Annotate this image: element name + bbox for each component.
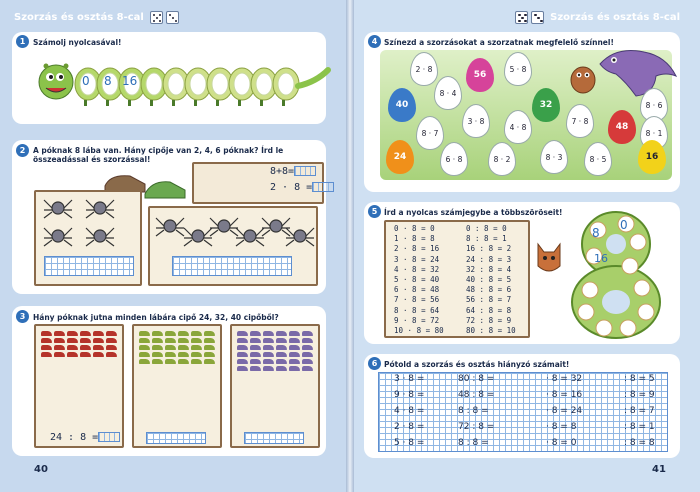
task6-row: 3 · 8 = bbox=[394, 374, 425, 384]
fox-illustration bbox=[537, 242, 561, 272]
egg-4x8[interactable]: 4 · 8 bbox=[504, 110, 532, 144]
task6-row: : 8 = 9 bbox=[624, 390, 655, 400]
task3-frame-green-shoes bbox=[132, 324, 222, 448]
right-header-title: Szorzás és osztás 8-cal bbox=[550, 11, 680, 23]
book-spine bbox=[346, 0, 354, 492]
task2-answer-grid-1[interactable] bbox=[44, 256, 134, 276]
task3-number: 3 bbox=[16, 310, 29, 323]
egg-8x5[interactable]: 8 · 5 bbox=[584, 142, 612, 176]
eight-number-8: 8 bbox=[592, 226, 600, 240]
egg-48[interactable]: 48 bbox=[608, 110, 636, 144]
task2-number: 2 bbox=[16, 144, 29, 157]
egg-8x3[interactable]: 8 · 3 bbox=[540, 140, 568, 174]
dice-icon bbox=[149, 10, 179, 24]
task3-answer-grid-3[interactable] bbox=[244, 432, 304, 444]
left-header-title: Szorzás és osztás 8-cal bbox=[14, 11, 144, 23]
left-header: Szorzás és osztás 8-cal bbox=[14, 8, 179, 26]
task6-row: · 8 = 0 bbox=[546, 438, 577, 448]
task6-row: 9 · 8 = bbox=[394, 390, 425, 400]
task3-answer-grid-2[interactable] bbox=[146, 432, 206, 444]
egg-40[interactable]: 40 bbox=[388, 88, 416, 122]
shoes-illustration bbox=[104, 175, 186, 199]
right-page-number: 41 bbox=[652, 464, 666, 475]
task3-frame-red-shoes bbox=[34, 324, 124, 448]
task1-text: Számolj nyolcasával! bbox=[33, 38, 122, 47]
task6-row: : 8 = 1 bbox=[624, 422, 655, 432]
task6-row: 2 · 8 = bbox=[394, 422, 425, 432]
task6-answer-grid[interactable] bbox=[378, 372, 668, 452]
task3-eq-answer[interactable] bbox=[98, 432, 121, 442]
task6-row: 72 : 8 = bbox=[458, 422, 495, 432]
eight-number-0: 0 bbox=[620, 218, 628, 232]
task6-row: : 8 = 5 bbox=[624, 374, 655, 384]
egg-7x8[interactable]: 7 · 8 bbox=[566, 104, 594, 138]
task2-eq2-answer[interactable] bbox=[312, 182, 335, 192]
caterpillar-number-16: 16 bbox=[122, 74, 138, 88]
task3-red-shoes bbox=[40, 330, 118, 422]
task6-row: : 8 = 7 bbox=[624, 406, 655, 416]
task6-text: Pótold a szorzás és osztás hiányzó száma… bbox=[384, 360, 570, 369]
task6-row: · 8 = 8 bbox=[546, 422, 577, 432]
big-eight-illustration bbox=[571, 211, 661, 339]
task2-text: A póknak 8 lába van. Hány cipője van 2, … bbox=[33, 146, 284, 164]
task4-number: 4 bbox=[368, 35, 381, 48]
right-header: Szorzás és osztás 8-cal bbox=[515, 8, 680, 26]
task5-text: Írd a nyolcas számjegybe a többszöröseit… bbox=[384, 208, 563, 217]
task4-text: Színezd a szorzásokat a szorzatnak megfe… bbox=[384, 38, 614, 47]
task2-eq1: 8+8= bbox=[270, 166, 317, 177]
task6-row: · 8 = 24 bbox=[546, 406, 583, 416]
task1-number: 1 bbox=[16, 35, 29, 48]
egg-8x4[interactable]: 8 · 4 bbox=[434, 76, 462, 110]
task6-row: 4 · 8 = bbox=[394, 406, 425, 416]
caterpillar-illustration bbox=[38, 63, 331, 106]
task5-number: 5 bbox=[368, 205, 381, 218]
task6-row: 8 : 8 = bbox=[458, 438, 489, 448]
caterpillar-number-0: 0 bbox=[82, 74, 90, 88]
egg-6x8[interactable]: 6 · 8 bbox=[440, 142, 468, 176]
egg-32[interactable]: 32 bbox=[532, 88, 560, 122]
task3-frame-purple-shoes bbox=[230, 324, 320, 448]
task2-eq2: 2 · 8 = bbox=[270, 182, 335, 193]
task3-text: Hány póknak jutna minden lábára cipő 24,… bbox=[33, 313, 279, 322]
egg-24[interactable]: 24 bbox=[386, 140, 414, 174]
task6-row: · 8 = 16 bbox=[546, 390, 583, 400]
egg-3x8[interactable]: 3 · 8 bbox=[462, 104, 490, 138]
task6-row: : 8 = 8 bbox=[624, 438, 655, 448]
left-page-number: 40 bbox=[34, 464, 48, 475]
egg-8x7[interactable]: 8 · 7 bbox=[416, 116, 444, 150]
task6-row: 48 : 8 = bbox=[458, 390, 495, 400]
egg-2x8[interactable]: 2 · 8 bbox=[410, 52, 438, 86]
egg-16[interactable]: 16 bbox=[638, 140, 666, 174]
eight-number-16: 16 bbox=[594, 252, 608, 265]
egg-5x8[interactable]: 5 · 8 bbox=[504, 52, 532, 86]
task2-answer-grid-2[interactable] bbox=[172, 256, 292, 276]
egg-8x2[interactable]: 8 · 2 bbox=[488, 142, 516, 176]
task5-table-sign bbox=[384, 220, 530, 338]
task3-green-shoes bbox=[138, 330, 216, 422]
caterpillar-number-8: 8 bbox=[104, 74, 112, 88]
spiders-illustration bbox=[43, 199, 315, 247]
task6-number: 6 bbox=[368, 357, 381, 370]
task6-row: 8 : 8 = bbox=[458, 406, 489, 416]
task6-row: 80 : 8 = bbox=[458, 374, 495, 384]
dice-icon bbox=[515, 10, 545, 24]
task3-eq: 24 : 8 = bbox=[50, 432, 121, 443]
mole-illustration bbox=[570, 66, 596, 94]
task2-eq1-answer[interactable] bbox=[294, 166, 317, 176]
egg-56[interactable]: 56 bbox=[466, 58, 494, 92]
task6-row: 5 · 8 = bbox=[394, 438, 425, 448]
dinosaur-illustration bbox=[599, 50, 678, 97]
task3-purple-shoes bbox=[236, 330, 314, 422]
task6-row: · 8 = 32 bbox=[546, 374, 583, 384]
